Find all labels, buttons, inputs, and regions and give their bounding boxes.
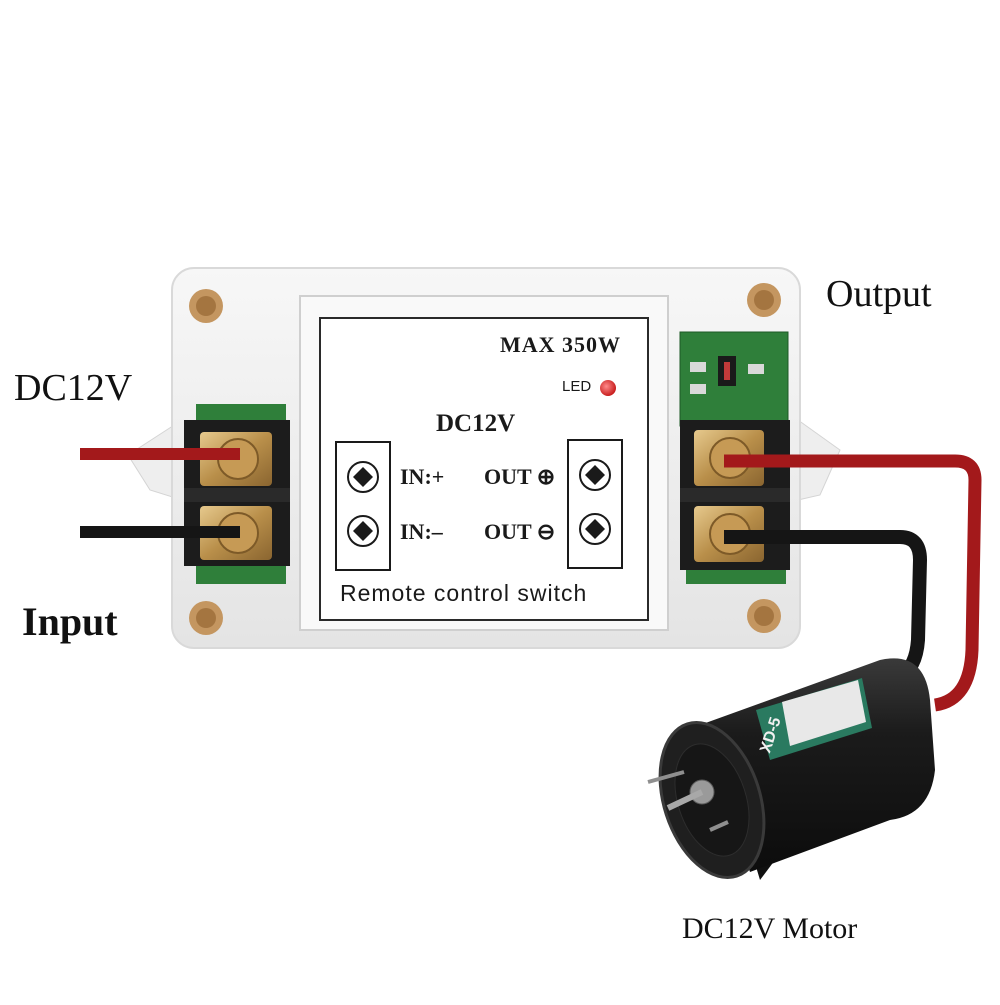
in-plus-text: IN:+	[400, 464, 445, 489]
screw-holes	[189, 283, 781, 635]
input-label: Input	[22, 599, 118, 644]
panel-voltage-text: DC12V	[436, 410, 516, 437]
panel-right-terminal-box	[567, 439, 623, 569]
out-minus-text: OUT ⊖	[484, 519, 556, 544]
output-wire-red	[724, 454, 982, 712]
output-label: Output	[826, 273, 932, 315]
max-power-text: MAX 350W	[500, 332, 622, 357]
led-indicator	[600, 380, 616, 396]
motor-label: DC12V Motor	[682, 912, 858, 945]
out-plus-text: OUT ⊕	[484, 464, 556, 489]
input-terminal-block	[184, 420, 290, 566]
input-pcb	[196, 404, 286, 424]
panel-footer-text: Remote control switch	[340, 580, 588, 606]
input-voltage-label: DC12V	[14, 367, 133, 409]
panel-terminal-symbols	[347, 459, 611, 547]
dc-motor: XD-5	[647, 658, 935, 880]
in-minus-text: IN:–	[400, 519, 443, 544]
output-terminal-block	[680, 420, 790, 570]
led-text: LED	[562, 378, 592, 395]
panel-left-terminal-box	[335, 441, 391, 571]
